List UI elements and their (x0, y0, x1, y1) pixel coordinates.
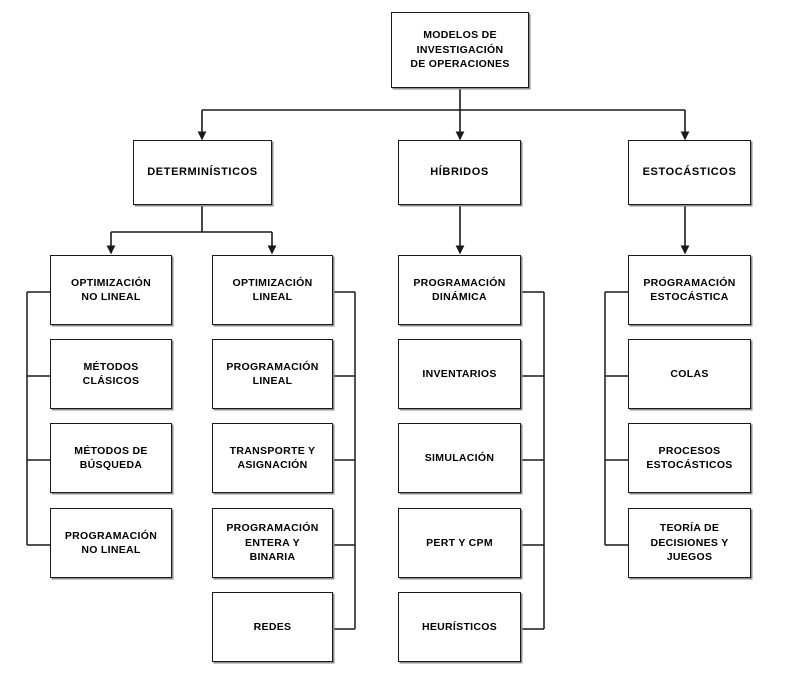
node-procesos-estocasticos[interactable]: PROCESOS ESTOCÁSTICOS (628, 423, 751, 493)
node-estocasticos-label: ESTOCÁSTICOS (642, 165, 737, 178)
node-inventarios[interactable]: INVENTARIOS (398, 339, 521, 409)
node-procesos-estocasticos-label: PROCESOS ESTOCÁSTICOS (646, 444, 733, 471)
node-root[interactable]: MODELOS DE INVESTIGACIÓN DE OPERACIONES (391, 12, 529, 88)
node-estocasticos[interactable]: ESTOCÁSTICOS (628, 140, 751, 205)
node-programacion-estocastica-label: PROGRAMACIÓN ESTOCÁSTICA (643, 276, 736, 303)
node-colas[interactable]: COLAS (628, 339, 751, 409)
node-programacion-entera-y-binaria-label: PROGRAMACIÓN ENTERA Y BINARIA (226, 522, 319, 564)
node-heuristicos[interactable]: HEURÍSTICOS (398, 592, 521, 662)
node-root-label: MODELOS DE INVESTIGACIÓN DE OPERACIONES (410, 29, 510, 71)
node-redes[interactable]: REDES (212, 592, 333, 662)
node-simulacion-label: SIMULACIÓN (424, 451, 495, 464)
node-redes-label: REDES (253, 620, 292, 633)
node-hibridos[interactable]: HÍBRIDOS (398, 140, 521, 205)
node-transporte-y-asignacion-label: TRANSPORTE Y ASIGNACIÓN (229, 444, 316, 471)
node-metodos-de-busqueda-label: MÉTODOS DE BÚSQUEDA (74, 444, 148, 471)
node-pert-y-cpm-label: PERT Y CPM (426, 536, 493, 549)
node-heuristicos-label: HEURÍSTICOS (421, 620, 498, 633)
node-deterministicos-label: DETERMINÍSTICOS (147, 165, 258, 178)
node-programacion-dinamica[interactable]: PROGRAMACIÓN DINÁMICA (398, 255, 521, 325)
node-optimizacion-lineal[interactable]: OPTIMIZACIÓN LINEAL (212, 255, 333, 325)
node-pert-y-cpm[interactable]: PERT Y CPM (398, 508, 521, 578)
node-programacion-no-lineal[interactable]: PROGRAMACIÓN NO LINEAL (50, 508, 172, 578)
node-programacion-lineal-label: PROGRAMACIÓN LINEAL (226, 360, 319, 387)
node-programacion-entera-y-binaria[interactable]: PROGRAMACIÓN ENTERA Y BINARIA (212, 508, 333, 578)
node-teoria-de-decisiones-y-juegos[interactable]: TEORÍA DE DECISIONES Y JUEGOS (628, 508, 751, 578)
node-teoria-de-decisiones-y-juegos-label: TEORÍA DE DECISIONES Y JUEGOS (650, 522, 729, 564)
node-programacion-no-lineal-label: PROGRAMACIÓN NO LINEAL (64, 529, 158, 556)
node-deterministicos[interactable]: DETERMINÍSTICOS (133, 140, 272, 205)
node-hibridos-label: HÍBRIDOS (430, 165, 489, 178)
node-metodos-clasicos-label: MÉTODOS CLÁSICOS (82, 360, 140, 387)
node-metodos-clasicos[interactable]: MÉTODOS CLÁSICOS (50, 339, 172, 409)
node-programacion-lineal[interactable]: PROGRAMACIÓN LINEAL (212, 339, 333, 409)
node-transporte-y-asignacion[interactable]: TRANSPORTE Y ASIGNACIÓN (212, 423, 333, 493)
node-optimizacion-lineal-label: OPTIMIZACIÓN LINEAL (232, 276, 313, 303)
node-metodos-de-busqueda[interactable]: MÉTODOS DE BÚSQUEDA (50, 423, 172, 493)
node-colas-label: COLAS (670, 367, 709, 380)
node-simulacion[interactable]: SIMULACIÓN (398, 423, 521, 493)
node-programacion-estocastica[interactable]: PROGRAMACIÓN ESTOCÁSTICA (628, 255, 751, 325)
node-inventarios-label: INVENTARIOS (422, 367, 497, 380)
node-optimizacion-no-lineal-label: OPTIMIZACIÓN NO LINEAL (70, 276, 151, 303)
node-programacion-dinamica-label: PROGRAMACIÓN DINÁMICA (413, 276, 506, 303)
node-optimizacion-no-lineal[interactable]: OPTIMIZACIÓN NO LINEAL (50, 255, 172, 325)
